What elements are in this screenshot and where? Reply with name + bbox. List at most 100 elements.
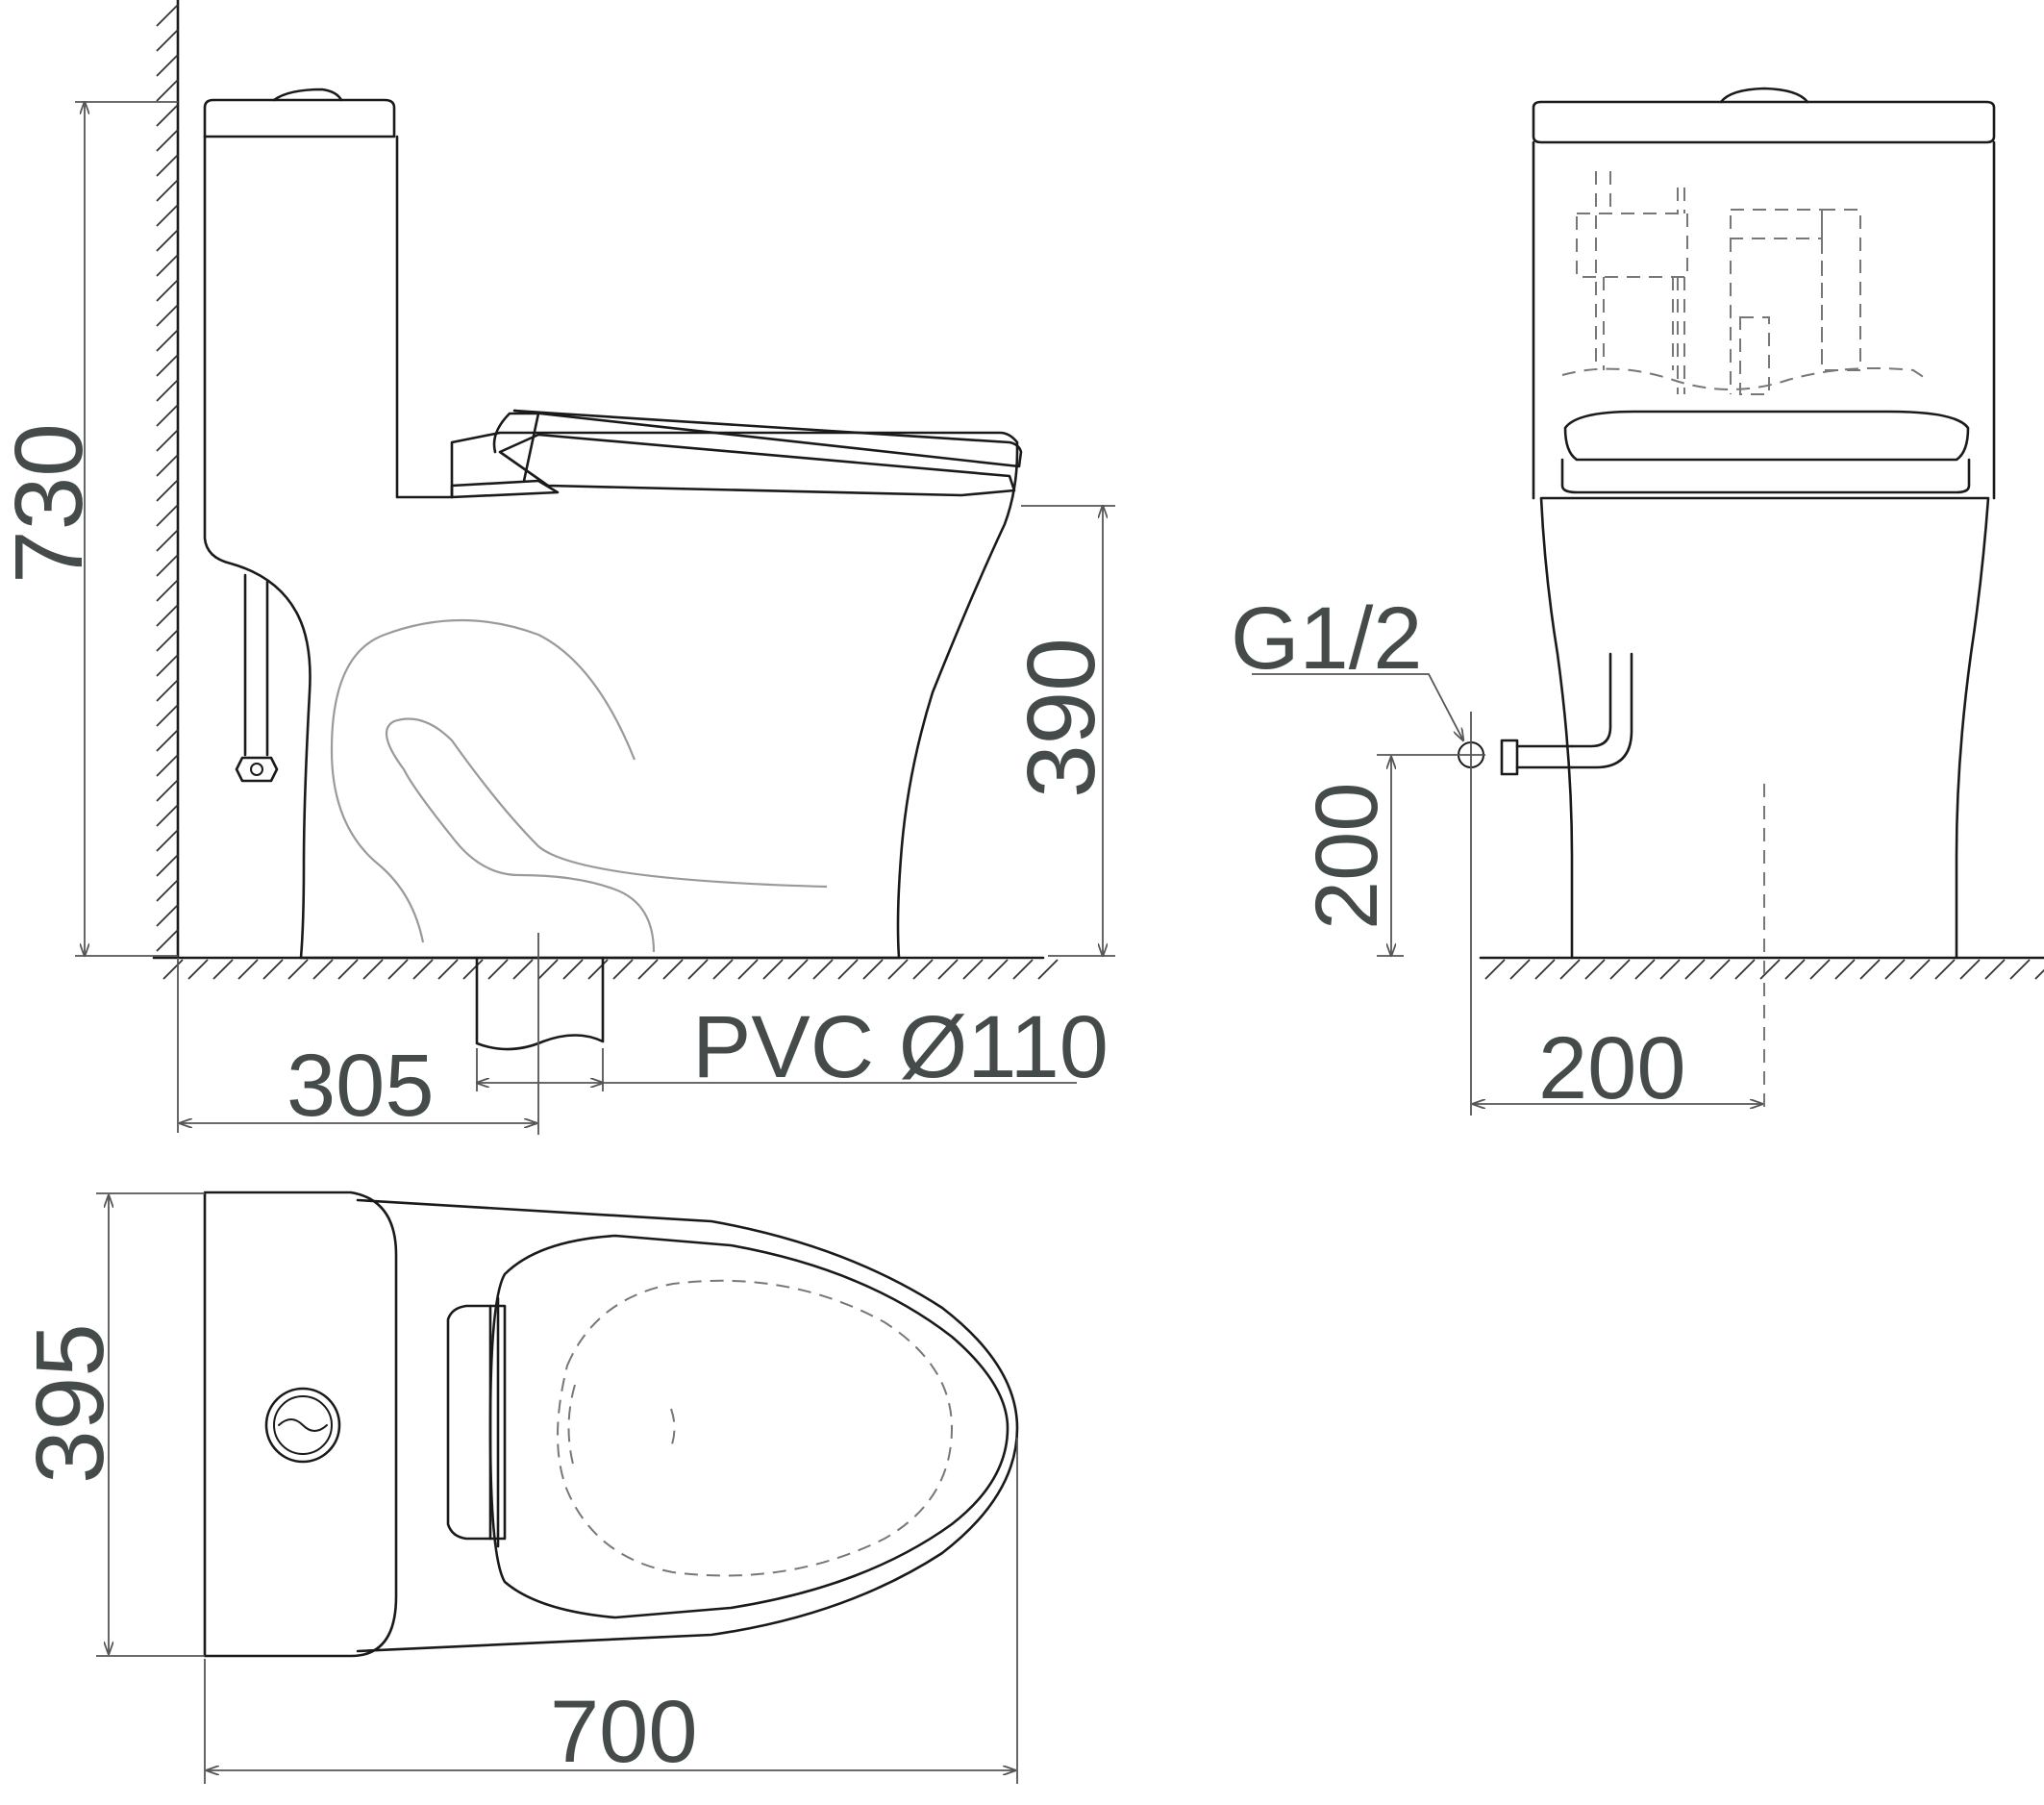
- hatch-stroke: [187, 959, 209, 980]
- valve-nut: [1500, 739, 1519, 776]
- toilet-body-side: [203, 135, 1019, 960]
- hatch-stroke: [237, 959, 259, 980]
- hatch-stroke: [537, 959, 559, 980]
- hatch-stroke: [156, 179, 179, 202]
- tank-fittings: [1561, 171, 1929, 395]
- dim-seat-height: 390: [1008, 638, 1115, 798]
- hatch-stroke: [1934, 959, 1956, 980]
- hatch-stroke: [156, 579, 179, 602]
- supply-tube: [243, 573, 269, 757]
- hatch-stroke: [162, 959, 184, 980]
- trapway-outline: [330, 618, 636, 943]
- hatch-stroke: [1609, 959, 1631, 980]
- bowl-body-front: [1539, 496, 1990, 960]
- hatch-stroke: [1709, 959, 1731, 980]
- label-inlet-thread: G1/2: [1231, 589, 1422, 688]
- hatch-stroke: [156, 904, 179, 927]
- hatch-stroke: [1559, 959, 1581, 980]
- hatch-stroke: [156, 704, 179, 727]
- hatch-stroke: [412, 959, 434, 980]
- tank-lid-front: [1532, 100, 1996, 144]
- hatch-stroke: [156, 154, 179, 177]
- hatch-stroke: [1784, 959, 1806, 980]
- dim-inlet-offset: 200: [1538, 1019, 1686, 1117]
- hatch-stroke: [156, 554, 179, 577]
- side-view: 730 390 305 PVC Ø110: [0, 0, 1115, 1135]
- hatch-stroke: [487, 959, 509, 980]
- hinge-strip-top: [488, 1296, 500, 1548]
- trapway-inner: [385, 717, 828, 953]
- hatch-stroke: [912, 959, 934, 980]
- dim-rough-in: 305: [287, 1037, 435, 1135]
- wall-hatch: [156, 4, 179, 952]
- hatch-stroke: [156, 429, 179, 452]
- hatch-stroke: [962, 959, 984, 980]
- hatch-stroke: [1037, 959, 1059, 980]
- seat-mark-center: [670, 1408, 676, 1448]
- flush-button-side: [272, 88, 343, 102]
- dim-drain-pipe: PVC Ø110: [692, 998, 1109, 1096]
- hatch-stroke: [1659, 959, 1681, 980]
- hatch-stroke: [156, 454, 179, 477]
- top-view: 395 700: [16, 1191, 1019, 1784]
- hatch-stroke: [1959, 959, 1981, 980]
- hatch-stroke: [156, 29, 179, 52]
- hatch-stroke: [156, 4, 179, 27]
- dim-length: 700: [550, 1683, 698, 1781]
- hatch-stroke: [156, 379, 179, 402]
- tank-body-front: [1532, 140, 1996, 500]
- hatch-stroke: [287, 959, 309, 980]
- hatch-stroke: [156, 79, 179, 102]
- hatch-stroke: [156, 129, 179, 152]
- seat-ring-front: [1560, 458, 1971, 494]
- hatch-stroke: [1484, 959, 1506, 980]
- hatch-stroke: [762, 959, 784, 980]
- tank-lid: [203, 98, 396, 138]
- hatch-stroke: [156, 854, 179, 877]
- hatch-stroke: [156, 654, 179, 677]
- drain-pipe: [475, 956, 605, 1051]
- hatch-stroke: [987, 959, 1009, 980]
- hatch-stroke: [937, 959, 959, 980]
- seat-lid-side: [512, 409, 1023, 468]
- hatch-stroke: [1984, 959, 2006, 980]
- hatch-stroke: [1634, 959, 1656, 980]
- hatch-stroke: [462, 959, 484, 980]
- hatch-stroke: [437, 959, 459, 980]
- dim-inlet-height: 200: [1298, 783, 1396, 931]
- hatch-stroke: [156, 204, 179, 227]
- hatch-stroke: [156, 754, 179, 777]
- hatch-stroke: [662, 959, 684, 980]
- hatch-stroke: [337, 959, 359, 980]
- dim-total-height: 730: [0, 423, 103, 584]
- hatch-stroke: [1809, 959, 1831, 980]
- hatch-stroke: [1012, 959, 1034, 980]
- hatch-stroke: [156, 329, 179, 352]
- supply-elbow: [1570, 652, 1633, 769]
- hatch-stroke: [262, 959, 284, 980]
- flush-button-top: [264, 1387, 341, 1464]
- hatch-stroke: [2009, 959, 2031, 980]
- hinge-block: [450, 412, 560, 499]
- hatch-stroke: [812, 959, 834, 980]
- hatch-stroke: [156, 229, 179, 252]
- hatch-stroke: [156, 829, 179, 852]
- supply-nut: [235, 756, 279, 783]
- valve-stem: [1515, 744, 1574, 769]
- hatch-stroke: [156, 929, 179, 952]
- flush-button-top-inner: [273, 1395, 333, 1455]
- hatch-stroke: [787, 959, 809, 980]
- hatch-stroke: [612, 959, 634, 980]
- supply-nut-hole: [250, 763, 263, 776]
- hatch-stroke: [1734, 959, 1756, 980]
- hatch-stroke: [156, 879, 179, 902]
- hatch-stroke: [887, 959, 909, 980]
- hatch-stroke: [156, 729, 179, 752]
- hatch-stroke: [1509, 959, 1531, 980]
- hatch-stroke: [2034, 968, 2044, 980]
- hatch-stroke: [687, 959, 709, 980]
- hatch-stroke: [1684, 959, 1706, 980]
- hatch-stroke: [1884, 959, 1906, 980]
- hatch-stroke: [156, 679, 179, 702]
